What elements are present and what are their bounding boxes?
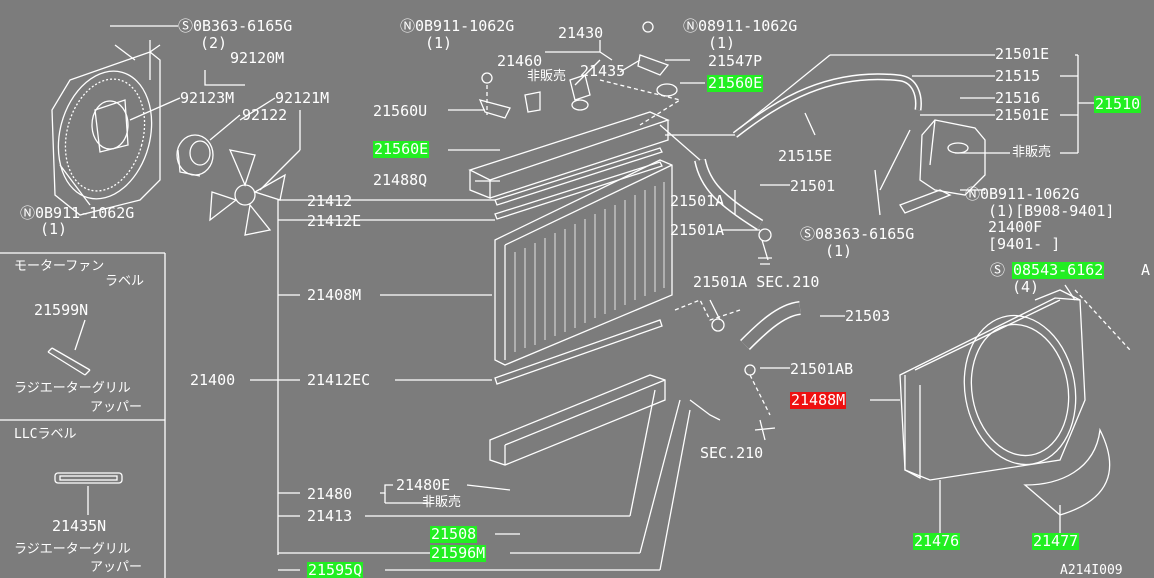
part-21599n: 21599N [34, 301, 89, 319]
date-range-9401: [9401- ] [988, 235, 1061, 253]
part-21503: 21503 [845, 307, 891, 325]
motor-fan-label-line1: モーターファン [14, 259, 105, 274]
part-08543-prefix: Ⓢ [990, 261, 1006, 279]
radiator-grill-line4: アッパー [90, 560, 143, 575]
qty-1-s: (1) [825, 242, 853, 260]
part-21515e: 21515E [778, 147, 833, 165]
part-21560e-left-highlight[interactable]: 21560E [373, 140, 430, 158]
part-92120m: 92120M [230, 49, 285, 67]
part-21596m-highlight[interactable]: 21596M [430, 544, 487, 562]
part-92122: 92122 [242, 106, 288, 124]
part-21508-highlight[interactable]: 21508 [430, 525, 478, 543]
part-0b911-1062g-left: Ⓝ0B911-1062G [20, 204, 135, 222]
part-21460: 21460 [497, 52, 543, 70]
part-21516: 21516 [995, 89, 1041, 107]
part-21413: 21413 [307, 507, 353, 525]
part-0b911-1062g-top: Ⓝ0B911-1062G [400, 17, 515, 35]
part-21515: 21515 [995, 67, 1041, 85]
reservoir-tank-drawing [879, 119, 986, 214]
part-21476-highlight[interactable]: 21476 [913, 532, 961, 550]
hose-drawing [694, 73, 922, 376]
part-08543-suffix: A [1141, 261, 1151, 279]
part-21501: 21501 [790, 177, 836, 195]
shroud-drawing [899, 289, 1111, 516]
radiator-drawing [468, 74, 673, 466]
part-21501e-top: 21501E [995, 45, 1050, 63]
qty-1-top: (1) [425, 34, 453, 52]
part-21488q: 21488Q [373, 171, 428, 189]
part-21435: 21435 [580, 62, 626, 80]
part-21501e-mid: 21501E [995, 106, 1050, 124]
radiator-grill-line2: アッパー [90, 400, 143, 415]
part-0b911-1062g-right: Ⓝ0B911-1062G [965, 185, 1080, 203]
part-08543-6162-highlight[interactable]: 08543-6162 [1012, 261, 1105, 279]
part-08911-1062g-topright: Ⓝ08911-1062G [683, 17, 798, 35]
fan-shroud-drawing [51, 44, 161, 216]
part-21560u: 21560U [373, 102, 428, 120]
part-21560e-top-highlight[interactable]: 21560E [707, 74, 764, 92]
radiator-grill-line3: ラジエーターグリル [14, 542, 131, 557]
motor-fan-label-line2: ラベル [105, 274, 145, 289]
motor-drawing [176, 134, 214, 177]
qty-4: (4) [1012, 278, 1040, 296]
not-for-sale-2: 非販売 [422, 495, 462, 510]
part-21595q-highlight[interactable]: 21595Q [307, 561, 364, 578]
part-21400: 21400 [190, 371, 236, 389]
part-0b363-6165g: Ⓢ0B363-6165G [178, 17, 293, 35]
part-21408m: 21408M [307, 286, 362, 304]
part-21501a-sec210: 21501A SEC.210 [693, 273, 820, 291]
part-21510-highlight[interactable]: 21510 [1094, 95, 1142, 113]
part-21501a-2: 21501A [670, 221, 725, 239]
llc-label: LLCラベル [14, 427, 77, 442]
part-21412: 21412 [307, 192, 353, 210]
part-21480: 21480 [307, 485, 353, 503]
part-21477-highlight[interactable]: 21477 [1032, 532, 1080, 550]
part-21412e: 21412E [307, 212, 362, 230]
sec-210-ref: SEC.210 [700, 444, 764, 462]
fan-blade-drawing [209, 149, 286, 236]
not-for-sale-3: 非販売 [1012, 145, 1052, 160]
radiator-grill-line1: ラジエーターグリル [14, 381, 131, 396]
part-08363-6165g: Ⓢ08363-6165G [800, 225, 915, 243]
not-for-sale-1: 非販売 [527, 69, 567, 84]
part-92121m: 92121M [275, 89, 330, 107]
qty-date-range: (1)[B908-9401] [988, 202, 1115, 220]
part-21547p: 21547P [708, 52, 763, 70]
part-21488m-highlight[interactable]: 21488M [790, 391, 847, 409]
part-21480e: 21480E [396, 476, 451, 494]
qty-2: (2) [200, 34, 228, 52]
qty-1-topright: (1) [708, 34, 736, 52]
figure-id: A214I009 [1060, 563, 1123, 578]
part-21501a-1: 21501A [670, 192, 725, 210]
part-21501ab: 21501AB [790, 360, 854, 378]
part-21435n: 21435N [52, 517, 107, 535]
qty-1-left: (1) [40, 220, 68, 238]
part-21412ec: 21412EC [307, 371, 371, 389]
part-21430: 21430 [558, 24, 604, 42]
part-92123m: 92123M [180, 89, 235, 107]
part-21400f: 21400F [988, 218, 1043, 236]
